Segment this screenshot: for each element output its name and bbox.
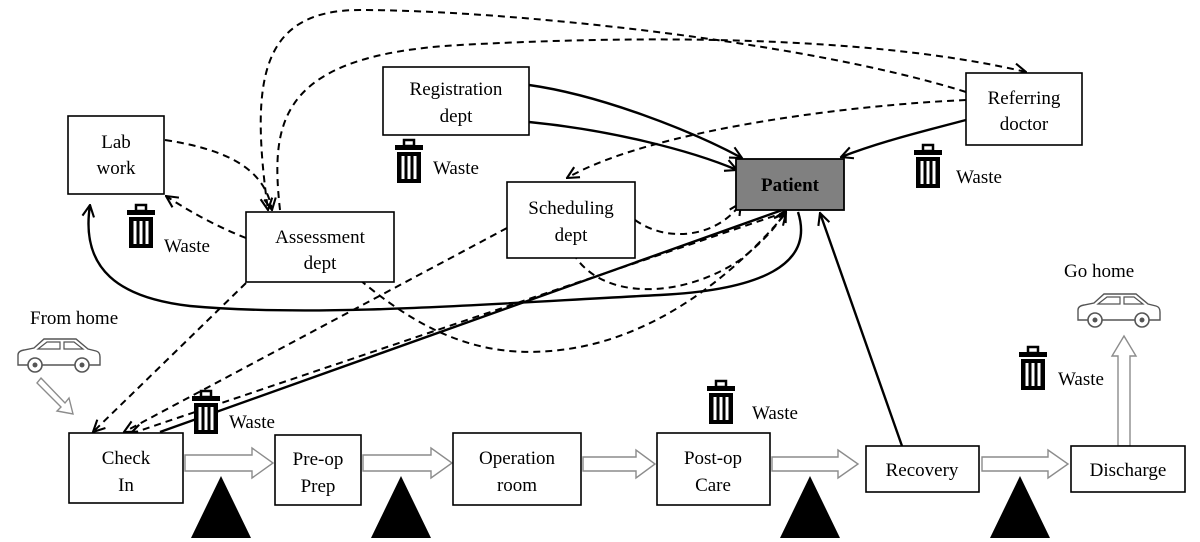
node-label: Post-op [684,448,742,469]
arrow-assessment-to-referring [276,38,1026,211]
node-discharge: Discharge [1070,445,1186,493]
car-icon [17,338,101,373]
node-preop-prep: Pre-op Prep [274,434,362,506]
arrow-registration-to-patient-lower [528,120,737,170]
from-home-label: From home [30,308,118,329]
node-label: Patient [761,175,820,196]
arrow-lab-patient-loop [88,205,803,312]
arrow-patient-to-checkin [130,211,787,434]
node-label: room [497,475,537,496]
node-label: dept [555,225,588,246]
node-label: In [118,475,134,496]
node-label: Care [695,475,731,496]
car-icon [1077,293,1161,328]
waste-label: Waste [164,236,210,257]
node-patient: Patient [735,158,845,211]
arrow-scheduling-to-patient [634,203,741,235]
waste-label: Waste [433,158,479,179]
node-label: dept [440,106,473,127]
node-label: Assessment [275,227,365,248]
flow-arrow-preop-operation [362,446,454,480]
node-label: dept [304,253,337,274]
flow-arrow-discharge-home [1110,334,1138,447]
arrow-lab-to-assessment [164,139,272,210]
inventory-triangles [191,476,1050,538]
arrow-registration-to-patient-upper [528,83,742,158]
inventory-triangle-icon [780,476,840,538]
node-label: Registration [410,79,503,100]
node-label: Lab [101,132,131,153]
inventory-triangle-icon [371,476,431,538]
node-label: Pre-op [293,449,344,470]
patient-box [735,158,845,211]
node-label: doctor [1000,114,1049,135]
node-postop-care: Post-op Care [656,432,771,506]
go-home-label: Go home [1064,261,1134,282]
node-lab-work: Lab work [67,115,165,195]
arrow-recovery-to-patient [820,213,904,447]
flow-arrow-checkin-preop [184,446,275,480]
flow-arrow-operation-postop [582,448,657,480]
node-recovery: Recovery [865,445,980,493]
inventory-triangle-icon [990,476,1050,538]
connectors [88,8,1026,447]
trash-bin-icon [1017,345,1049,392]
node-referring-doctor: Referring doctor [965,72,1083,146]
trash-bin-icon [912,143,944,190]
trash-bin-icon [393,138,425,185]
node-label: Recovery [886,460,959,481]
flow-arrow-postop-recovery [771,448,860,480]
node-label: Scheduling [528,198,614,219]
node-registration-dept: Registration dept [382,66,530,136]
node-label: Prep [301,476,336,497]
node-check-in: Check In [68,432,184,504]
node-label: Discharge [1090,460,1167,481]
trash-bin-icon [190,389,222,436]
flow-arrow-recovery-discharge [981,448,1070,480]
trash-bin-icon [705,379,737,426]
inventory-triangle-icon [191,476,251,538]
node-label: Operation [479,448,555,469]
flow-arrow-home-checkin [36,376,74,415]
arrow-checkin-to-patient [159,208,788,434]
arrow-assessment-to-patient [359,213,786,353]
node-assessment-dept: Assessment dept [245,211,395,283]
arrow-assessment-to-lab [166,196,247,239]
node-scheduling-dept: Scheduling dept [506,181,636,259]
waste-label: Waste [229,412,275,433]
arrow-scheduling-to-checkin [124,227,508,432]
node-label: Referring [988,88,1061,109]
trash-bin-icon [125,203,157,250]
node-label: Check [102,448,151,469]
waste-label: Waste [752,403,798,424]
arrow-referring-to-scheduling [567,99,967,178]
arrow-referring-to-patient [841,118,967,157]
node-operation-room: Operation room [452,432,582,506]
node-label: work [96,158,136,179]
arrow-referring-to-assessment-outer [261,8,967,210]
waste-label: Waste [1058,369,1104,390]
waste-label: Waste [956,167,1002,188]
flow-arrows [36,334,1138,480]
